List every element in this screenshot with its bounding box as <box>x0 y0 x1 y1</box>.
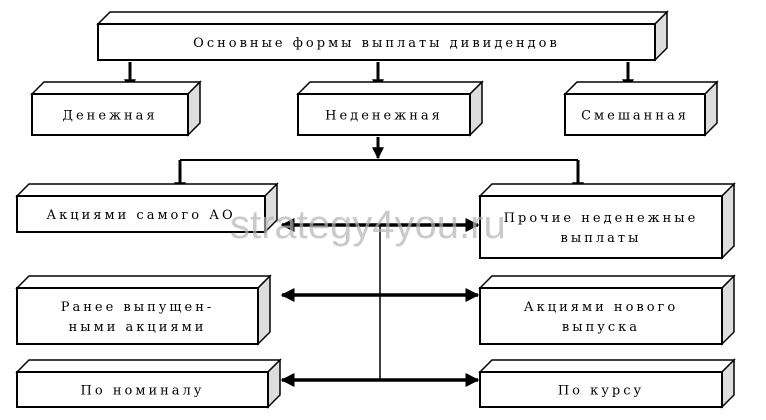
level1-box-mixed: Смешанная <box>563 80 719 137</box>
left-box-3-label: По номиналу <box>81 384 205 399</box>
connectors <box>124 62 634 387</box>
main-title-box-label: Основные формы выплаты дивидендов <box>193 36 560 51</box>
left-box-2-label: ными акциями <box>69 320 207 335</box>
right-box-1-label: Прочие неденежные <box>504 211 699 226</box>
right-box-3: По курсу <box>478 358 736 409</box>
left-box-2-label: Ранее выпущен- <box>61 300 215 315</box>
right-box-1: Прочие неденежные выплаты <box>478 182 736 260</box>
level1-box-noncash: Неденежная <box>296 80 484 137</box>
left-box-2: Ранее выпущен-ными акциями <box>15 274 272 346</box>
level1-box-cash-label: Денежная <box>62 109 157 124</box>
left-box-1: Акциями самого АО <box>15 182 279 234</box>
right-box-3-label: По курсу <box>558 384 644 399</box>
left-box-3: По номиналу <box>15 358 282 409</box>
right-box-2: Акциями нового выпуска <box>478 274 736 346</box>
right-box-2-label: Акциями нового <box>524 300 678 315</box>
left-box-1-label: Акциями самого АО <box>46 208 235 223</box>
right-box-1-label: выплаты <box>561 231 642 246</box>
level1-box-cash: Денежная <box>30 80 202 137</box>
level1-box-mixed-label: Смешанная <box>581 109 689 124</box>
watermark: strategy4you.ru <box>230 203 506 247</box>
main-title-box: Основные формы выплаты дивидендов <box>96 10 669 62</box>
level1-box-noncash-label: Неденежная <box>325 109 443 124</box>
right-box-2-label: выпуска <box>562 320 640 335</box>
